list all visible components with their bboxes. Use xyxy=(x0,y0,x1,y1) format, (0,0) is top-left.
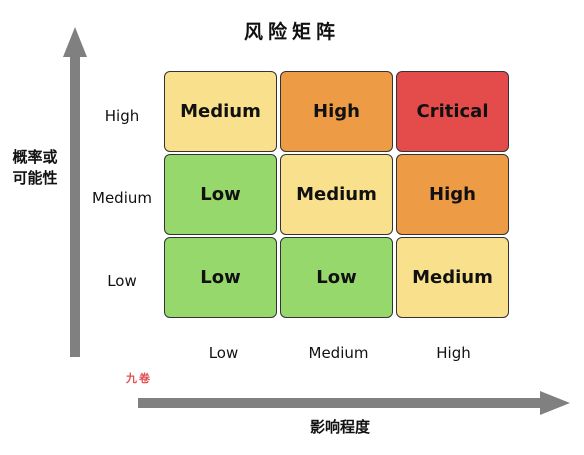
cell-label: Critical xyxy=(416,101,489,122)
cell-low-low: Low xyxy=(164,237,277,318)
col-label-medium: Medium xyxy=(308,344,369,362)
cell-label: Medium xyxy=(296,184,377,205)
row-label-low: Low xyxy=(107,272,137,290)
y-axis-arrow xyxy=(63,27,87,357)
col-label-high: High xyxy=(436,344,471,362)
cell-high-low: Medium xyxy=(164,71,277,152)
cell-low-high: Medium xyxy=(396,237,509,318)
col-label-low: Low xyxy=(208,344,239,362)
x-axis-label: 影响程度 xyxy=(309,418,370,436)
cell-label: High xyxy=(313,101,360,122)
cell-high-medium: High xyxy=(280,71,393,152)
cell-label: Medium xyxy=(412,267,493,288)
risk-matrix: Medium High Critical Low Medium High Low… xyxy=(164,71,512,325)
cell-medium-high: High xyxy=(396,154,509,235)
y-axis-label: 概率或 可能性 xyxy=(5,147,65,189)
diagram-title: 风险矩阵 xyxy=(243,21,340,43)
cell-label: Low xyxy=(200,184,241,205)
x-axis-arrow xyxy=(138,391,570,415)
y-axis-label-line-2: 可能性 xyxy=(12,169,58,187)
cell-high-high: Critical xyxy=(396,71,509,152)
cell-label: Low xyxy=(316,267,357,288)
cell-label: Medium xyxy=(180,101,261,122)
y-axis-label-line-1: 概率或 xyxy=(12,148,58,166)
watermark: 九卷 xyxy=(126,372,152,385)
row-label-high: High xyxy=(104,107,140,125)
row-label-medium: Medium xyxy=(92,189,152,207)
cell-low-medium: Low xyxy=(280,237,393,318)
cell-medium-low: Low xyxy=(164,154,277,235)
cell-label: High xyxy=(429,184,476,205)
cell-medium-medium: Medium xyxy=(280,154,393,235)
cell-label: Low xyxy=(200,267,241,288)
